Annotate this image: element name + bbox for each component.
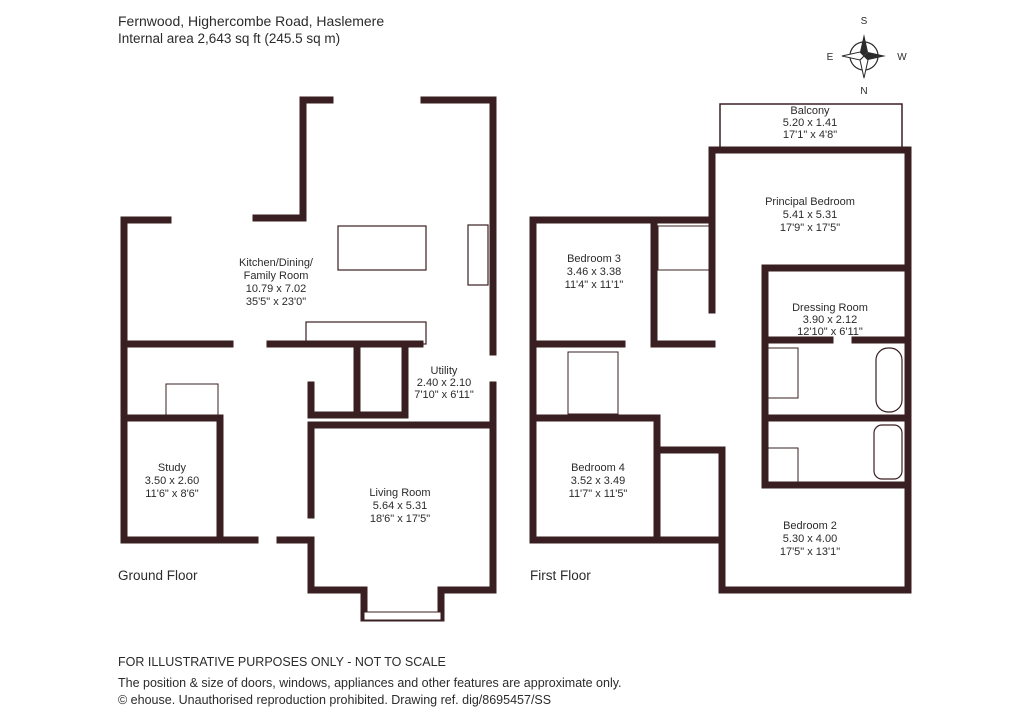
room-metric: 5.20 x 1.41 <box>783 117 837 129</box>
room-dressing: Dressing Room 3.90 x 2.12 12'10" x 6'11" <box>792 302 868 338</box>
first-floor-walls <box>529 146 912 594</box>
room-name: Kitchen/Dining/ <box>239 257 314 269</box>
bath-tub-2 <box>873 424 903 480</box>
room-imperial: 11'7" x 11'5" <box>569 488 628 500</box>
room-imperial: 17'9" x 17'5" <box>780 222 840 234</box>
first-floor-label: First Floor <box>530 568 591 583</box>
room-metric: 10.79 x 7.02 <box>246 283 307 295</box>
room-metric: 3.46 x 3.38 <box>567 266 621 278</box>
first-stairs <box>567 351 619 415</box>
kitchen-island <box>337 225 427 271</box>
room-bedroom-2: Bedroom 2 5.30 x 4.00 17'5" x 13'1" <box>780 520 840 558</box>
room-name: Family Room <box>244 270 309 282</box>
compass-n: N <box>860 86 867 97</box>
room-metric: 3.90 x 2.12 <box>803 314 857 326</box>
bay-window <box>363 611 442 621</box>
room-metric: 5.30 x 4.00 <box>783 533 837 545</box>
room-imperial: 11'4" x 11'1" <box>565 279 624 291</box>
room-imperial: 17'5" x 13'1" <box>780 546 840 558</box>
room-imperial: 35'5" x 23'0" <box>246 296 306 308</box>
kitchen-counter <box>305 321 427 345</box>
ground-floor-walls <box>120 96 497 622</box>
room-metric: 2.40 x 2.10 <box>417 377 471 389</box>
room-imperial: 7'10" x 6'11" <box>414 389 474 401</box>
room-balcony: Balcony 5.20 x 1.41 17'1" x 4'8" <box>783 105 837 141</box>
room-utility: Utility 2.40 x 2.10 7'10" x 6'11" <box>414 365 474 401</box>
balcony-rail <box>719 103 903 151</box>
room-imperial: 12'10" x 6'11" <box>797 326 863 338</box>
room-name: Bedroom 2 <box>783 520 837 532</box>
ground-floor-label: Ground Floor <box>118 568 198 583</box>
room-metric: 5.41 x 5.31 <box>783 209 837 221</box>
room-name: Bedroom 3 <box>567 253 621 265</box>
room-bedroom-4: Bedroom 4 3.52 x 3.49 11'7" x 11'5" <box>569 462 628 500</box>
room-kitchen: Kitchen/Dining/ Family Room 10.79 x 7.02… <box>239 257 314 308</box>
room-study: Study 3.50 x 2.60 11'6" x 8'6" <box>145 462 199 500</box>
room-name: Living Room <box>369 487 430 499</box>
bath-tub-1 <box>875 347 903 413</box>
shower-1 <box>767 347 799 399</box>
shower-2 <box>767 447 799 483</box>
room-name: Bedroom 4 <box>571 462 625 474</box>
room-imperial: 11'6" x 8'6" <box>145 488 198 500</box>
room-metric: 3.50 x 2.60 <box>145 475 199 487</box>
shower-3 <box>657 225 711 271</box>
compass-e: E <box>827 52 834 63</box>
room-metric: 3.52 x 3.49 <box>571 475 625 487</box>
room-name: Utility <box>431 365 458 377</box>
kitchen-sink-unit <box>467 224 489 286</box>
room-imperial: 17'1" x 4'8" <box>783 129 837 141</box>
room-name: Study <box>158 462 187 474</box>
room-name: Dressing Room <box>792 302 868 314</box>
disclaimer: FOR ILLUSTRATIVE PURPOSES ONLY - NOT TO … <box>118 655 446 669</box>
room-imperial: 18'6" x 17'5" <box>370 513 430 525</box>
room-living: Living Room 5.64 x 5.31 18'6" x 17'5" <box>369 487 430 525</box>
approximation-note: The position & size of doors, windows, a… <box>118 676 622 690</box>
room-name: Balcony <box>790 105 830 117</box>
compass-s: S <box>861 16 868 27</box>
compass-w: W <box>897 52 907 63</box>
room-principal-bedroom: Principal Bedroom 5.41 x 5.31 17'9" x 17… <box>765 196 855 234</box>
room-bedroom-3: Bedroom 3 3.46 x 3.38 11'4" x 11'1" <box>565 253 624 291</box>
internal-area: Internal area 2,643 sq ft (245.5 sq m) <box>118 31 341 46</box>
plan-title: Fernwood, Highercombe Road, Haslemere <box>118 13 385 29</box>
compass-icon: S N E W <box>827 16 908 97</box>
copyright: © ehouse. Unauthorised reproduction proh… <box>118 693 552 707</box>
ground-stairs <box>165 383 219 419</box>
room-name: Principal Bedroom <box>765 196 855 208</box>
room-metric: 5.64 x 5.31 <box>373 500 427 512</box>
